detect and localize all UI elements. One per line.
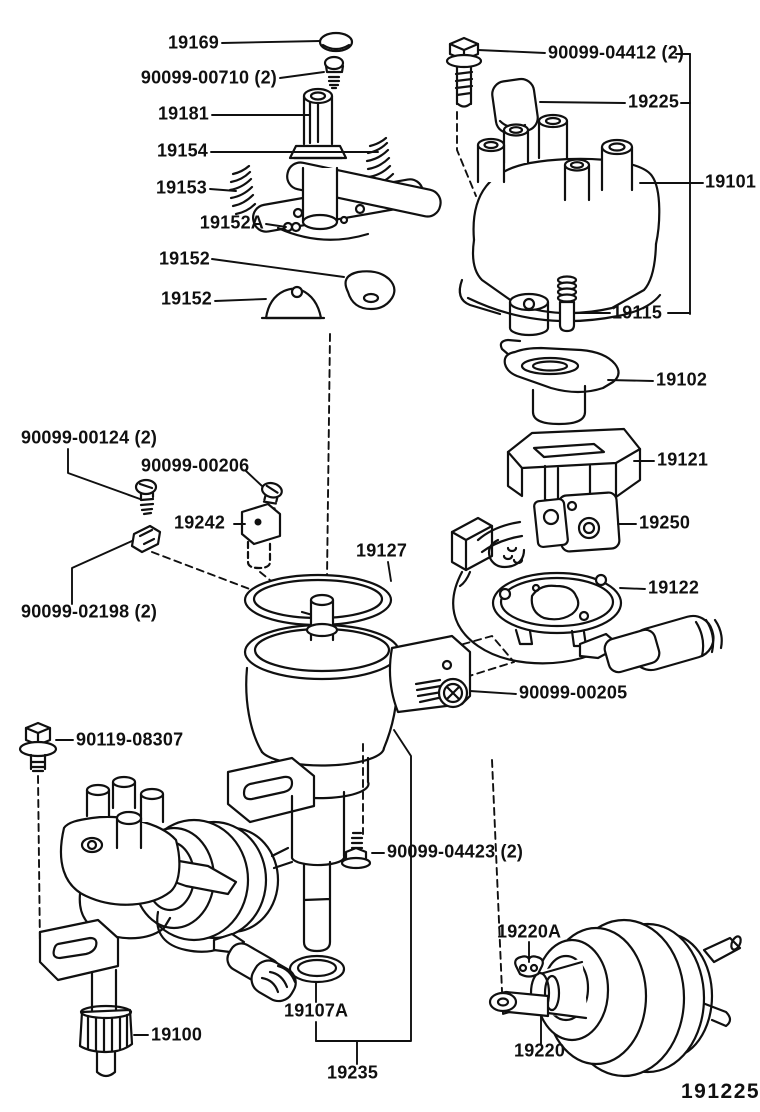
part-label-90099-00205: 90099-00205 <box>519 682 628 703</box>
distributor-cap-drawing <box>460 115 660 335</box>
part-label-90099-04423: 90099-04423 (2) <box>387 841 524 862</box>
rotor-drawing <box>501 340 619 424</box>
part-label-19122: 19122 <box>648 577 700 598</box>
screw-00206-drawing <box>256 481 284 519</box>
bolt-08307-drawing <box>20 723 56 771</box>
dust-cover-drawing <box>508 429 640 502</box>
part-label-19115: 19115 <box>612 302 663 323</box>
part-label-90099-00124: 90099-00124 (2) <box>21 427 158 448</box>
part-label-19220A: 19220A <box>497 921 562 942</box>
part-label-19154: 19154 <box>156 140 208 161</box>
part-label-19152A: 19152A <box>199 212 264 233</box>
housing-drawing <box>228 595 470 951</box>
part-label-90119-08307: 90119-08307 <box>76 729 184 750</box>
part-label-90099-02198: 90099-02198 (2) <box>21 601 158 622</box>
governor-assembly-drawing <box>230 89 443 240</box>
oring-19107a-drawing <box>290 956 344 982</box>
screw-00710-drawing <box>325 57 343 88</box>
dust-shield-drawings <box>262 271 394 318</box>
clamp-drawing <box>132 526 160 552</box>
part-label-19169: 19169 <box>167 32 219 53</box>
vacuum-advancer-drawing <box>490 920 743 1076</box>
carbon-point-drawing <box>558 277 576 332</box>
part-label-19250: 19250 <box>639 512 691 533</box>
part-label-19121: 19121 <box>657 449 709 470</box>
part-label-19153: 19153 <box>155 177 207 198</box>
part-label-19101: 19101 <box>705 171 757 192</box>
part-label-19242: 19242 <box>174 512 226 533</box>
part-label-19107A: 19107A <box>284 1000 349 1021</box>
grommet-drawing <box>320 33 352 51</box>
distributor-assembly-drawing <box>40 777 301 1076</box>
part-label-90099-00710: 90099-00710 (2) <box>140 67 277 88</box>
screw-00124-drawing <box>136 480 156 514</box>
signal-generator-drawing <box>452 492 620 586</box>
part-label-19100: 19100 <box>151 1024 203 1045</box>
part-label-19152-1: 19152 <box>158 248 210 269</box>
part-label-19102: 19102 <box>656 369 708 390</box>
bolt-04423-drawing <box>342 833 370 868</box>
condenser-drawing <box>242 504 280 568</box>
bolt-04412-drawing <box>447 38 481 107</box>
part-label-19152-2: 19152 <box>160 288 212 309</box>
part-label-19181: 19181 <box>157 103 209 124</box>
part-label-19127: 19127 <box>356 540 408 561</box>
part-label-19235: 19235 <box>327 1062 379 1083</box>
part-label-19225: 19225 <box>628 91 680 112</box>
part-label-90099-04412: 90099-04412 (2) <box>548 42 685 63</box>
part-label-19220: 19220 <box>514 1040 566 1061</box>
part-label-page-code: 191225 <box>681 1079 760 1103</box>
clip-drawing <box>515 956 543 976</box>
part-label-90099-00206: 90099-00206 <box>141 455 250 476</box>
leader-lines <box>56 41 703 1064</box>
breaker-plate-drawing <box>453 572 722 675</box>
